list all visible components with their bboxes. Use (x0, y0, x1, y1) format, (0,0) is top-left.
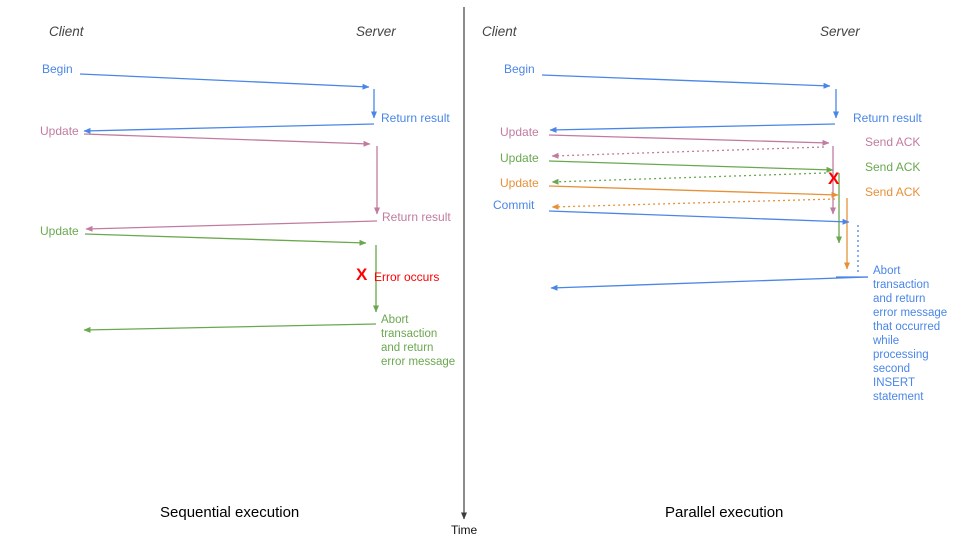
par-send-ack-3-arrow (551, 198, 836, 210)
seq-return-result-1-label: Return result (381, 111, 450, 125)
par-commit-request-arrow (548, 210, 850, 225)
time-axis-label: Time (451, 523, 478, 537)
seq-server-header: Server (356, 24, 396, 39)
par-send-ack-1-label: Send ACK (865, 135, 921, 149)
seq-begin-request-arrow (79, 73, 370, 90)
seq-return-result-2-arrow (85, 220, 378, 232)
par-server-header: Server (820, 24, 860, 39)
par-commit-label: Commit (493, 198, 535, 212)
par-return-result-label: Return result (853, 111, 922, 125)
seq-update-2-request-arrow (84, 233, 367, 246)
par-begin-label: Begin (504, 62, 535, 76)
seq-client-header: Client (49, 24, 84, 39)
par-abort-return-arrow (550, 276, 869, 291)
par-return-result-arrow (549, 123, 836, 133)
par-update-3-label: Update (500, 176, 539, 190)
par-update-1-label: Update (500, 125, 539, 139)
par-diagram-title: Parallel execution (665, 504, 784, 521)
par-begin-request-arrow (541, 74, 831, 89)
par-send-ack-2-arrow (551, 172, 827, 185)
par-error-x-icon: X (828, 169, 840, 188)
seq-abort-return-arrow (83, 323, 377, 333)
seq-abort-message-label: Abort transaction and return error messa… (381, 314, 456, 368)
par-update-1-request-arrow (548, 134, 830, 146)
seq-update-1-label: Update (40, 124, 79, 138)
seq-error-x-icon: X (356, 265, 368, 284)
left-diagram-lines (79, 73, 380, 333)
seq-update-1-request-arrow (83, 133, 371, 147)
par-update-2-request-arrow (548, 160, 834, 173)
par-abort-message-label: Abort transaction and return error messa… (873, 265, 948, 403)
seq-diagram-title: Sequential execution (160, 504, 300, 521)
seq-begin-label: Begin (42, 62, 73, 76)
par-client-header: Client (482, 24, 517, 39)
par-send-ack-3-label: Send ACK (865, 185, 921, 199)
seq-return-result-2-label: Return result (382, 210, 451, 224)
seq-update-2-label: Update (40, 224, 79, 238)
seq-return-result-1-arrow (83, 123, 375, 134)
par-send-ack-2-label: Send ACK (865, 160, 921, 174)
par-update-3-request-arrow (548, 185, 839, 198)
par-send-ack-1-arrow (551, 146, 825, 159)
right-diagram-lines (541, 74, 869, 291)
par-update-2-label: Update (500, 151, 539, 165)
seq-error-occurs-label: Error occurs (374, 270, 440, 284)
